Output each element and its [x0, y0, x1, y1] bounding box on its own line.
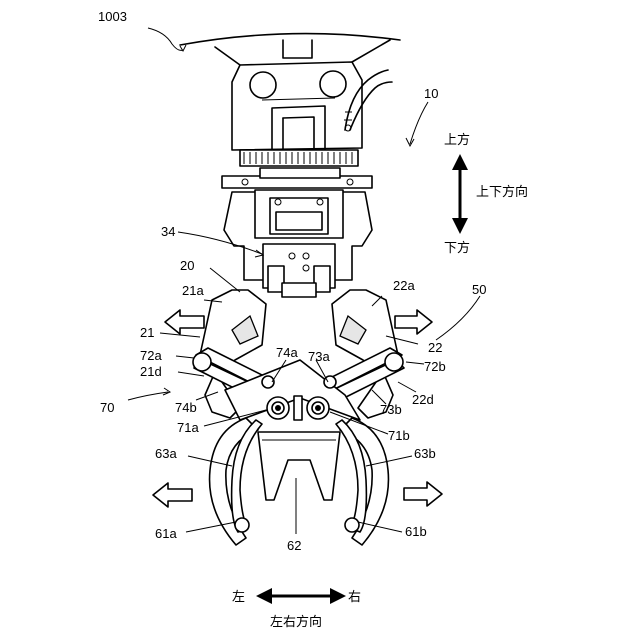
right-arrow-upper: [395, 310, 432, 334]
label-20: 20: [180, 258, 194, 273]
vertical-direction-arrow: [452, 154, 468, 234]
wrist-block: [232, 62, 362, 150]
label-22: 22: [428, 340, 442, 355]
label-21d: 21d: [140, 364, 162, 379]
mount-plate: [222, 168, 372, 188]
right-finger: [336, 418, 388, 545]
label-72a: 72a: [140, 348, 162, 363]
label-21: 21: [140, 325, 154, 340]
label-21a: 21a: [182, 283, 204, 298]
label-72b: 72b: [424, 359, 446, 374]
label-71b: 71b: [388, 428, 410, 443]
label-74a: 74a: [276, 345, 298, 360]
label-63b: 63b: [414, 446, 436, 461]
label-22d: 22d: [412, 392, 434, 407]
label-50: 50: [472, 282, 486, 297]
label-73b: 73b: [380, 402, 402, 417]
label-right: 右: [348, 590, 361, 605]
label-1003: 1003: [98, 9, 127, 24]
label-71a: 71a: [177, 420, 199, 435]
gear-ring: [240, 150, 358, 166]
label-61b: 61b: [405, 524, 427, 539]
robot-arm-body: [180, 34, 400, 65]
label-70: 70: [100, 400, 114, 415]
center-plate: [258, 432, 340, 500]
label-left: 左: [232, 590, 245, 605]
horizontal-direction-arrow: [256, 588, 346, 604]
roller-pair: [267, 396, 329, 420]
label-vertical: 上下方向: [476, 184, 528, 200]
label-22a: 22a: [393, 278, 415, 293]
label-down: 下方: [444, 240, 470, 256]
label-73a: 73a: [308, 349, 330, 364]
label-34: 34: [161, 224, 175, 239]
right-arrow-lower: [404, 482, 442, 506]
left-arrow-lower: [153, 483, 192, 507]
actuator-housing: [224, 190, 372, 297]
label-up: 上方: [444, 132, 470, 148]
label-74b: 74b: [175, 400, 197, 415]
label-61a: 61a: [155, 526, 177, 541]
left-arrow-upper: [165, 310, 204, 334]
label-63a: 63a: [155, 446, 177, 461]
label-horizontal: 左右方向: [270, 614, 322, 630]
label-10: 10: [424, 86, 438, 101]
label-62: 62: [287, 538, 301, 553]
